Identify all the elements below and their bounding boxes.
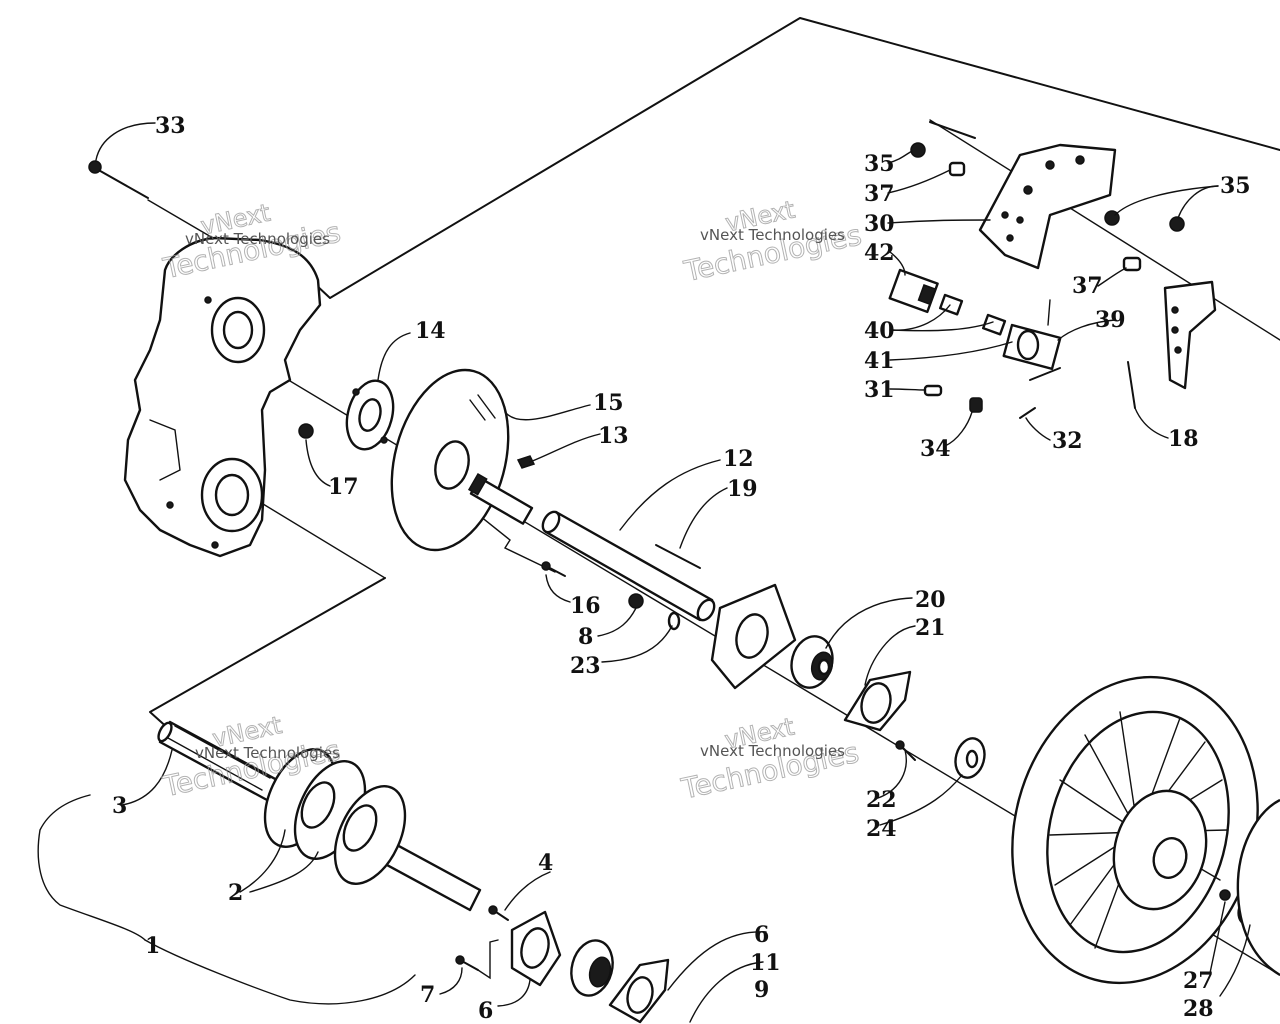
flange-6-lower — [510, 910, 562, 987]
callout-37-lower: 37 — [1072, 273, 1103, 299]
flange-21 — [843, 670, 912, 732]
caliper-link-lines — [1047, 299, 1051, 326]
stud-top — [929, 121, 976, 139]
spring-18 — [1127, 361, 1136, 409]
bolt-33 — [88, 160, 149, 199]
nut-8 — [628, 593, 644, 609]
callout-37-upper: 37 — [864, 181, 895, 207]
callout-40: 40 — [864, 318, 895, 344]
bearing-flange-14 — [345, 379, 395, 451]
brake-hub-shaft — [467, 472, 534, 525]
watermark-text: vNext Technologies — [195, 744, 340, 762]
spring-clip-34 — [969, 397, 983, 413]
callout-13: 13 — [598, 423, 629, 449]
callout-33: 33 — [155, 113, 186, 139]
callout-18: 18 — [1168, 426, 1199, 452]
drive-sprockets-2 — [263, 747, 407, 886]
bearing-plate — [710, 583, 797, 690]
caliper-39 — [1002, 323, 1062, 381]
callout-8: 8 — [578, 624, 593, 650]
leader-7-bracket — [477, 939, 499, 980]
callout-4: 4 — [538, 850, 553, 876]
watermark-text: vNext Technologies — [700, 226, 845, 244]
callout-23: 23 — [570, 653, 601, 679]
callout-27: 27 — [1183, 968, 1214, 994]
callout-41: 41 — [864, 348, 895, 374]
callout-9: 9 — [754, 977, 769, 1003]
pad-40-b — [982, 313, 1007, 336]
bearing-lower — [570, 939, 614, 997]
callout-22: 22 — [866, 787, 897, 813]
callout-39: 39 — [1095, 307, 1126, 333]
brake-lever-plate — [1163, 280, 1217, 390]
callout-7: 7 — [420, 982, 435, 1008]
callout-32: 32 — [1052, 428, 1083, 454]
pin-31 — [923, 384, 943, 397]
callout-28: 28 — [1183, 996, 1214, 1022]
callout-31: 31 — [864, 377, 895, 403]
driven-pulley — [1011, 675, 1259, 985]
watermark-text: vNext Technologies — [185, 230, 330, 248]
screw-16 — [541, 561, 566, 577]
brake-bracket-30 — [978, 143, 1117, 270]
callout-19: 19 — [727, 476, 758, 502]
watermark-text: vNext Technologies — [700, 742, 845, 760]
spacer-37-upper — [948, 161, 966, 177]
bolt-22 — [895, 740, 916, 761]
callout-42: 42 — [864, 240, 895, 266]
callout-11: 11 — [750, 950, 781, 976]
callout-6-lower: 6 — [478, 998, 493, 1024]
jackshaft-12 — [541, 510, 716, 622]
callout-12: 12 — [723, 446, 754, 472]
chaincase-housing — [123, 236, 322, 558]
bracket-axis-line — [929, 119, 1280, 341]
lower-assembly-outline — [149, 577, 386, 731]
washer-24 — [954, 737, 986, 779]
nut-35-right-b — [1169, 216, 1185, 232]
brake-disc-15 — [390, 368, 510, 552]
washer-23 — [667, 611, 681, 631]
lower-axis-line — [239, 489, 386, 579]
callout-20: 20 — [915, 587, 946, 613]
spacer-37-lower — [1122, 256, 1142, 272]
callout-labels: 33 14 17 15 13 12 19 16 8 23 20 21 22 24… — [112, 113, 1251, 1024]
nut-35-left — [910, 142, 926, 158]
callout-21: 21 — [915, 615, 946, 641]
bolt-4 — [488, 905, 509, 921]
callout-2: 2 — [228, 880, 243, 906]
brake-pad-42 — [888, 268, 939, 314]
callout-3: 3 — [112, 793, 127, 819]
callout-34: 34 — [920, 436, 951, 462]
key-13 — [516, 455, 536, 469]
callout-6-upper: 6 — [754, 922, 769, 948]
callout-17: 17 — [328, 474, 359, 500]
washer-27 — [1219, 889, 1231, 901]
callout-14: 14 — [415, 318, 446, 344]
pin-32 — [1019, 407, 1036, 419]
callout-35-right: 35 — [1220, 173, 1251, 199]
leader-lines — [37, 122, 1251, 1023]
pin-19 — [655, 544, 701, 569]
callout-30: 30 — [864, 211, 895, 237]
callout-24: 24 — [866, 816, 897, 842]
callout-16: 16 — [570, 593, 601, 619]
nut-17 — [298, 423, 314, 439]
flange-6-upper — [608, 958, 670, 1024]
callout-15: 15 — [593, 390, 624, 416]
bearing-20 — [790, 635, 834, 689]
bolt-7 — [455, 955, 479, 971]
callout-1: 1 — [145, 933, 160, 959]
callout-35-left: 35 — [864, 151, 895, 177]
